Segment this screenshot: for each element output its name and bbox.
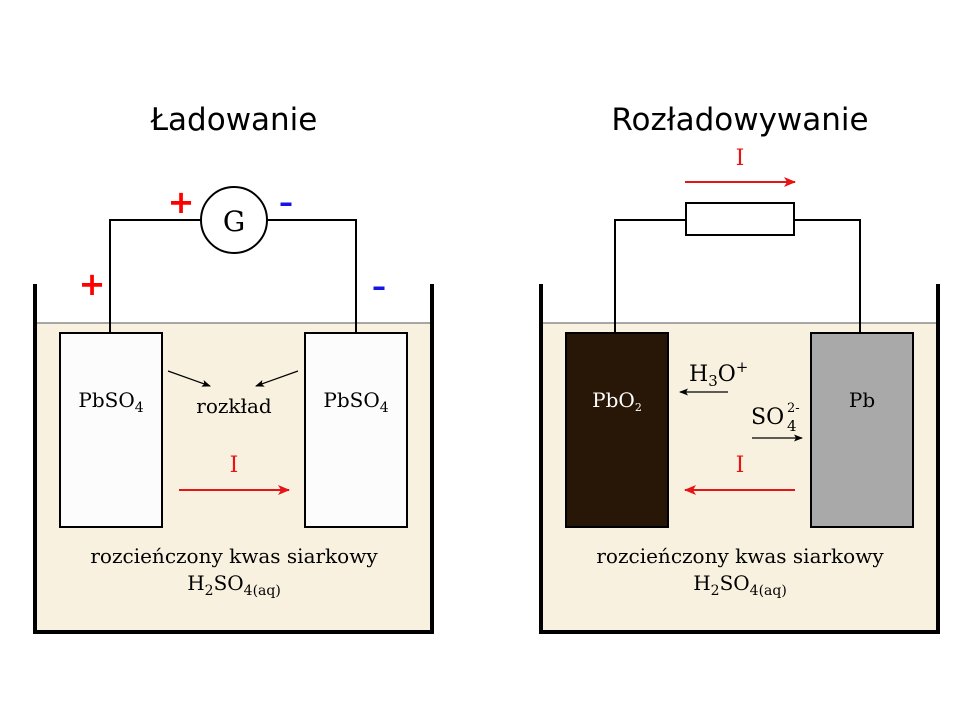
pb-electrode-label: Pb <box>849 388 875 412</box>
discharging-container <box>539 284 940 634</box>
hydronium-ion-label: H3O+ <box>689 358 748 390</box>
right-electrode-minus-sign: – <box>372 270 386 303</box>
galvanometer-circle <box>200 186 268 254</box>
discharging-current-label: I <box>736 453 745 478</box>
decomposition-arrow-right <box>255 370 299 387</box>
charging-title: Ładowanie <box>150 102 318 138</box>
decomposition-label: rozkład <box>196 394 272 418</box>
discharging-wire-left <box>614 219 686 333</box>
charging-left-electrode-label: PbSO4 <box>78 388 143 416</box>
decomposition-arrow-left <box>167 370 211 387</box>
discharging-title: Rozładowywanie <box>611 102 868 138</box>
galvanometer-plus-sign: + <box>168 183 195 221</box>
discharging-top-current-label: I <box>736 146 745 171</box>
galvanometer-minus-sign: – <box>279 186 293 219</box>
charging-wire-left <box>109 219 201 333</box>
charging-current-label: I <box>230 453 239 478</box>
discharging-electrolyte-formula: H2SO4(aq) <box>693 571 787 599</box>
charging-electrolyte-formula: H2SO4(aq) <box>187 571 281 599</box>
discharging-wire-right <box>794 219 861 333</box>
left-electrode-plus-sign: + <box>79 265 106 303</box>
resistor <box>685 202 795 236</box>
charging-wire-right <box>267 219 357 333</box>
charging-left-electrode <box>59 332 163 528</box>
charging-container <box>33 284 434 634</box>
charging-right-electrode-label: PbSO4 <box>323 388 388 416</box>
pb-electrode <box>810 332 914 528</box>
pbo2-electrode-label: PbO2 <box>592 388 642 414</box>
discharging-electrolyte-name: rozcieńczony kwas siarkowy <box>596 544 884 568</box>
pbo2-electrode <box>565 332 669 528</box>
galvanometer-label: G <box>223 205 245 238</box>
charging-right-electrode <box>304 332 408 528</box>
charging-panel: Ładowanie G + – + – PbSO4 PbSO4 rozkład … <box>33 102 434 634</box>
charging-electrolyte-name: rozcieńczony kwas siarkowy <box>90 544 378 568</box>
